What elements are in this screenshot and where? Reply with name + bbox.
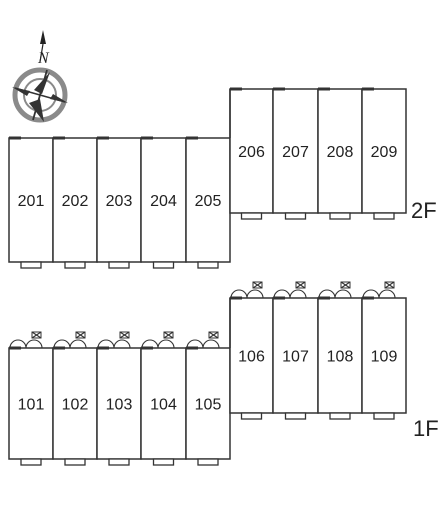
entrance-door bbox=[273, 281, 307, 299]
unit-number: 107 bbox=[282, 349, 309, 366]
unit-205: 205 bbox=[185, 136, 231, 269]
step-marker bbox=[240, 212, 263, 220]
entrance-door bbox=[362, 281, 396, 299]
unit-number: 209 bbox=[371, 144, 398, 161]
unit-101: 101 bbox=[8, 346, 54, 466]
unit-number: 202 bbox=[62, 193, 89, 210]
unit-208: 208 bbox=[317, 87, 363, 220]
floor-1f: 101 102 103 104 105 106 107 108 109 1F bbox=[8, 296, 439, 466]
step-marker bbox=[197, 458, 219, 466]
unit-number: 103 bbox=[106, 397, 133, 414]
step-marker bbox=[64, 458, 86, 466]
unit-107: 107 bbox=[272, 296, 319, 420]
unit-108: 108 bbox=[317, 296, 363, 420]
entrance-door bbox=[53, 331, 87, 349]
step-marker bbox=[284, 412, 307, 420]
step-marker bbox=[20, 261, 42, 269]
unit-109: 109 bbox=[361, 296, 407, 420]
unit-number: 109 bbox=[371, 349, 398, 366]
unit-206: 206 bbox=[229, 87, 274, 220]
unit-201: 201 bbox=[8, 136, 54, 269]
entrance-door bbox=[141, 331, 175, 349]
unit-number: 105 bbox=[195, 397, 222, 414]
unit-number: 104 bbox=[150, 397, 177, 414]
floor-2f: 201 202 203 204 205 206 207 208 209 2F bbox=[8, 87, 437, 269]
unit-number: 108 bbox=[327, 349, 354, 366]
step-marker bbox=[152, 261, 175, 269]
unit-number: 102 bbox=[62, 397, 89, 414]
step-marker bbox=[240, 412, 263, 420]
step-marker bbox=[284, 212, 307, 220]
north-letter: N bbox=[37, 50, 50, 67]
step-marker bbox=[20, 458, 42, 466]
step-marker bbox=[108, 458, 130, 466]
entrance-door bbox=[9, 331, 43, 349]
entrance-door bbox=[186, 331, 220, 349]
entrance-door bbox=[230, 281, 264, 299]
unit-102: 102 bbox=[52, 346, 98, 466]
unit-number: 205 bbox=[195, 193, 222, 210]
unit-number: 101 bbox=[18, 397, 45, 414]
unit-207: 207 bbox=[272, 87, 319, 220]
step-marker bbox=[152, 458, 175, 466]
entrance-door bbox=[318, 281, 352, 299]
step-marker bbox=[108, 261, 130, 269]
step-marker bbox=[373, 412, 395, 420]
unit-204: 204 bbox=[140, 136, 187, 269]
compass-rose-icon: N bbox=[12, 30, 68, 123]
step-marker bbox=[329, 212, 351, 220]
unit-number: 204 bbox=[150, 193, 177, 210]
step-marker bbox=[373, 212, 395, 220]
step-marker bbox=[329, 412, 351, 420]
unit-number: 206 bbox=[238, 144, 265, 161]
unit-106: 106 bbox=[229, 296, 274, 420]
unit-105: 105 bbox=[185, 346, 231, 466]
unit-number: 201 bbox=[18, 193, 45, 210]
unit-number: 106 bbox=[238, 349, 265, 366]
floor-label: 1F bbox=[413, 416, 439, 441]
unit-number: 208 bbox=[327, 144, 354, 161]
unit-202: 202 bbox=[52, 136, 98, 269]
unit-209: 209 bbox=[361, 87, 407, 220]
unit-number: 207 bbox=[282, 144, 309, 161]
entrance-door bbox=[97, 331, 131, 349]
north-arrow-icon bbox=[40, 30, 46, 44]
unit-103: 103 bbox=[96, 346, 142, 466]
unit-number: 203 bbox=[106, 193, 133, 210]
step-marker bbox=[197, 261, 219, 269]
unit-104: 104 bbox=[140, 346, 187, 466]
step-marker bbox=[64, 261, 86, 269]
unit-203: 203 bbox=[96, 136, 142, 269]
floor-label: 2F bbox=[411, 198, 437, 223]
